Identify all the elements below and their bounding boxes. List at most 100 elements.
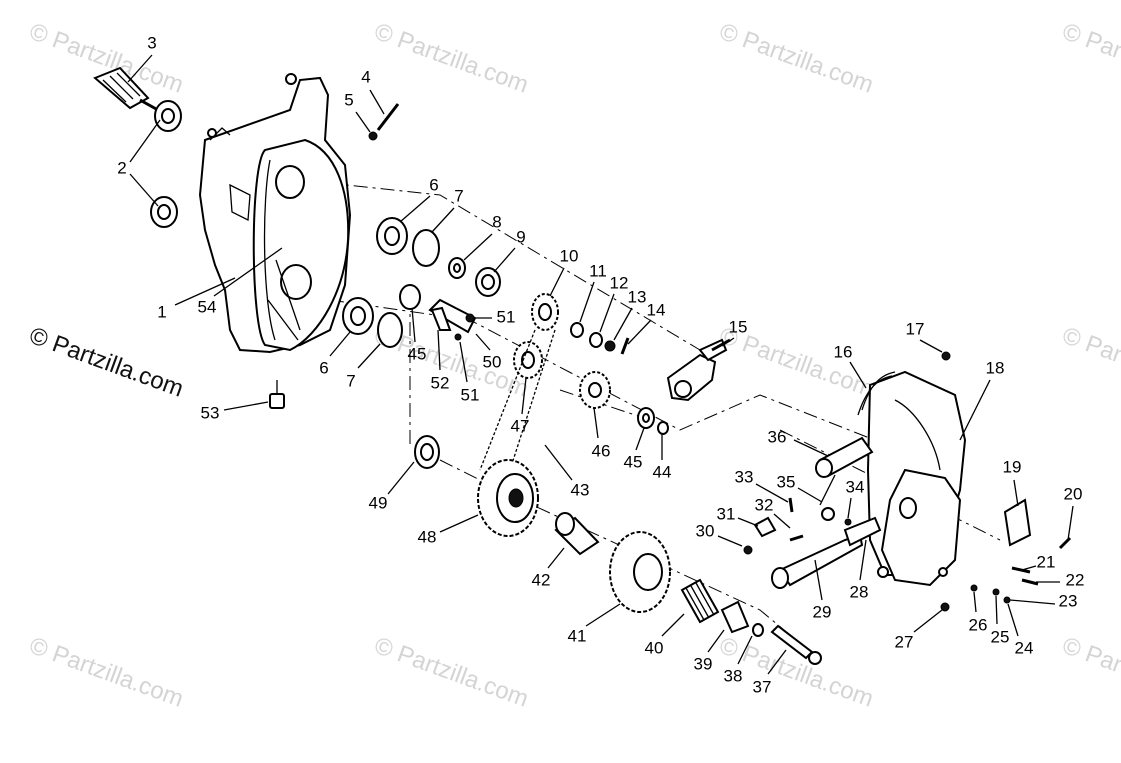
callout-leader-line bbox=[213, 247, 283, 297]
spacer-washer bbox=[414, 435, 440, 469]
bushing bbox=[475, 267, 501, 297]
bolt bbox=[368, 103, 400, 141]
part-callout-40: 40 bbox=[645, 639, 664, 658]
part-callout-21: 21 bbox=[1037, 553, 1056, 572]
callout-leader-line bbox=[995, 595, 998, 625]
callout-leader-line bbox=[755, 483, 789, 503]
part-callout-9: 9 bbox=[516, 228, 525, 247]
part-callout-50: 50 bbox=[483, 353, 502, 372]
part-callout-45: 45 bbox=[408, 345, 427, 364]
part-callout-4: 4 bbox=[361, 68, 370, 87]
callout-leader-line bbox=[1021, 565, 1037, 571]
shift-lever bbox=[771, 516, 882, 589]
washer bbox=[448, 257, 466, 279]
callout-leader-line bbox=[387, 461, 415, 495]
part-callout-20: 20 bbox=[1064, 485, 1083, 504]
nut bbox=[604, 340, 616, 352]
part-callout-29: 29 bbox=[813, 603, 832, 622]
callout-leader-line bbox=[129, 173, 159, 207]
part-callout-5: 5 bbox=[344, 91, 353, 110]
part-callout-12: 12 bbox=[610, 274, 629, 293]
part-callout-23: 23 bbox=[1059, 592, 1078, 611]
callout-leader-line bbox=[717, 535, 743, 547]
part-callout-51: 51 bbox=[461, 386, 480, 405]
callout-leader-line bbox=[767, 649, 787, 675]
callout-leader-line bbox=[797, 487, 823, 503]
callout-leader-line bbox=[599, 293, 615, 333]
part-callout-38: 38 bbox=[724, 667, 743, 686]
spacer bbox=[570, 322, 584, 338]
callout-leader-line bbox=[544, 444, 573, 481]
callout-leader-line bbox=[859, 539, 867, 581]
pivot-shaft bbox=[815, 436, 874, 478]
shift-cover bbox=[866, 370, 967, 587]
part-callout-22: 22 bbox=[1066, 571, 1085, 590]
shift-fork bbox=[819, 474, 836, 521]
callout-leader-line bbox=[399, 195, 431, 223]
chain-tensioner bbox=[666, 338, 731, 402]
part-callout-6: 6 bbox=[429, 176, 438, 195]
part-callout-26: 26 bbox=[969, 616, 988, 635]
callout-leader-line bbox=[369, 89, 385, 115]
gear bbox=[579, 371, 611, 409]
part-callout-47: 47 bbox=[511, 417, 530, 436]
part-callout-1: 1 bbox=[157, 303, 166, 322]
o-ring-lower bbox=[377, 312, 403, 348]
callout-leader-line bbox=[737, 635, 753, 665]
callout-leader-line bbox=[1013, 479, 1019, 507]
part-callout-43: 43 bbox=[571, 481, 590, 500]
compression-spring bbox=[680, 578, 720, 624]
part-callout-39: 39 bbox=[694, 655, 713, 674]
lock-washer bbox=[752, 623, 764, 637]
callout-leader-line bbox=[613, 307, 633, 341]
part-callout-35: 35 bbox=[777, 473, 796, 492]
part-callout-32: 32 bbox=[755, 496, 774, 515]
cotter-pin bbox=[620, 337, 630, 355]
shift-gasket bbox=[857, 371, 896, 416]
part-callout-8: 8 bbox=[492, 213, 501, 232]
part-callout-41: 41 bbox=[568, 627, 587, 646]
callout-leader-line bbox=[329, 331, 351, 357]
callout-leader-line bbox=[355, 111, 371, 133]
part-callout-44: 44 bbox=[653, 463, 672, 482]
splined-hub bbox=[554, 512, 600, 556]
part-callout-11: 11 bbox=[589, 262, 607, 281]
callout-leader-line bbox=[773, 513, 791, 529]
part-callout-54: 54 bbox=[198, 298, 217, 317]
driven-sprocket bbox=[477, 459, 539, 537]
part-callout-25: 25 bbox=[991, 628, 1010, 647]
part-callout-7: 7 bbox=[346, 372, 355, 391]
part-callout-37: 37 bbox=[753, 678, 772, 697]
part-callout-53: 53 bbox=[201, 404, 220, 423]
part-callout-30: 30 bbox=[696, 522, 715, 541]
callout-leader-line bbox=[463, 233, 493, 261]
part-callout-42: 42 bbox=[532, 571, 551, 590]
part-callout-15: 15 bbox=[729, 318, 748, 337]
callout-leader-line bbox=[849, 361, 867, 389]
collar bbox=[720, 600, 750, 634]
callout-leader-line bbox=[627, 319, 652, 345]
callout-leader-line bbox=[547, 547, 565, 569]
callout-leader-line bbox=[661, 613, 685, 637]
callout-leader-line bbox=[707, 629, 725, 653]
input-shaft bbox=[93, 66, 159, 112]
callout-leader-line bbox=[475, 333, 491, 351]
part-callout-51: 51 bbox=[497, 308, 516, 327]
bearing-upper bbox=[376, 217, 408, 255]
part-callout-27: 27 bbox=[895, 633, 914, 652]
callout-leader-line bbox=[437, 329, 441, 371]
callout-leader-line bbox=[585, 603, 621, 627]
thrust-washer bbox=[637, 407, 655, 429]
part-callout-34: 34 bbox=[846, 478, 865, 497]
part-callout-48: 48 bbox=[418, 528, 437, 547]
part-callout-33: 33 bbox=[735, 468, 754, 487]
part-callout-52: 52 bbox=[431, 374, 450, 393]
part-callout-28: 28 bbox=[850, 583, 869, 602]
callout-leader-line bbox=[737, 517, 759, 527]
callout-leader-line bbox=[223, 401, 269, 411]
drive-chain bbox=[479, 329, 556, 471]
callout-leader-line bbox=[847, 497, 852, 519]
callout-leader-line bbox=[579, 281, 595, 323]
